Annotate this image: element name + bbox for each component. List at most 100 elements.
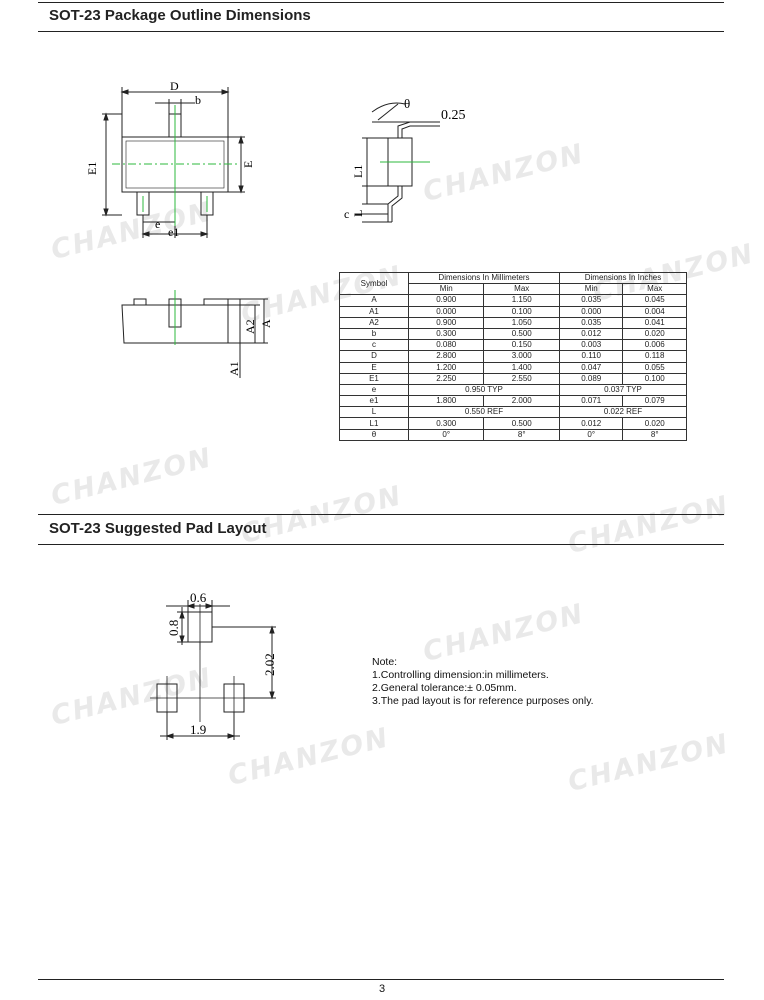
in-min: 0.089 [558,372,624,385]
mm-min: 2.250 [407,372,485,385]
dim-label-a: A [259,319,273,328]
dim-label-a2: A2 [243,319,257,334]
front-view-drawing [121,298,268,378]
note-1: 1.Controlling dimension:in millimeters. [372,669,549,681]
pad-width-label: 0.6 [190,590,207,605]
in-max: 0.079 [622,395,687,408]
row-symbol: c [339,339,409,352]
mm-max: 1.400 [483,361,560,374]
in-min: 0.035 [558,316,624,329]
mm-min: 0° [407,428,485,441]
symbol-header: Symbol [339,271,409,296]
in-max: 0.020 [622,327,687,341]
top-rule [38,2,724,3]
in-max: 8° [622,428,687,441]
in-min: 0.071 [558,395,624,408]
pad-layout-centerlines [150,604,250,722]
dim-label-e1: e1 [168,225,179,239]
row-symbol: e1 [339,395,409,408]
pad-pitch-label: 2.02 [262,653,277,676]
mm-min: 0.300 [407,417,485,430]
row-symbol: A [339,294,409,307]
mm-max: 1.050 [483,316,560,329]
row-symbol: e [339,383,409,397]
dim-label-d: D [170,79,179,93]
row-symbol: b [339,327,409,341]
mm-min: 0.080 [407,339,485,352]
mm-min: 0.300 [407,327,485,341]
in-span: 0.037 TYP [559,383,687,397]
dim-label-c: c [344,207,349,221]
mm-header: Dimensions In Millimeters [408,271,560,285]
in-min: 0.000 [558,305,624,318]
footer-rule [38,979,724,980]
dim-label-e: e [155,217,160,231]
note-2: 2.General tolerance:± 0.05mm. [372,682,517,694]
mm-max: 0.100 [483,305,560,318]
dimensions-table: Symbol Dimensions In Millimeters Dimensi… [339,271,687,441]
in-min: 0.003 [558,339,624,352]
mm-min: 0.900 [407,294,485,307]
pad-span-label: 1.9 [190,722,206,737]
dim-label-l1: L1 [351,165,365,178]
in-max: 0.045 [622,294,687,307]
mm-max: 1.150 [483,294,560,307]
mm-min-header: Min [407,283,485,296]
mm-max: 0.500 [483,327,560,341]
row-symbol: L1 [339,417,409,430]
mm-max-header: Max [483,283,560,296]
pad-section-top-rule [38,514,724,515]
in-min: 0° [558,428,624,441]
in-max: 0.100 [622,372,687,385]
mm-min: 0.900 [407,316,485,329]
outline-title-rule [38,31,724,32]
mm-min: 0.000 [407,305,485,318]
row-symbol: E [339,361,409,374]
dim-label-e-width: E [241,161,255,168]
in-min: 0.047 [558,361,624,374]
page-number: 3 [378,983,386,995]
in-max: 0.041 [622,316,687,329]
mm-max: 0.150 [483,339,560,352]
outline-section-title: SOT-23 Package Outline Dimensions [49,7,311,24]
pad-height-label: 0.8 [166,620,181,636]
in-min: 0.012 [558,417,624,430]
note-3: 3.The pad layout is for reference purpos… [372,695,594,707]
mm-max: 2.550 [483,372,560,385]
row-symbol: L [339,406,409,419]
mm-max: 2.000 [483,395,560,408]
mm-max: 3.000 [483,350,560,363]
in-max: 0.055 [622,361,687,374]
in-max: 0.020 [622,417,687,430]
in-max: 0.004 [622,305,687,318]
row-symbol: A2 [339,316,409,329]
mm-max: 8° [483,428,560,441]
notes-title: Note: [372,656,398,668]
in-max: 0.006 [622,339,687,352]
top-view-centerlines [112,105,238,226]
mm-min: 1.800 [407,395,485,408]
pad-title-rule [38,544,724,545]
pad-section-title: SOT-23 Suggested Pad Layout [49,520,267,537]
in-span: 0.022 REF [559,406,687,419]
dim-label-l: L [351,210,365,217]
row-symbol: A1 [339,305,409,318]
in-min: 0.110 [558,350,624,363]
in-max: 0.118 [622,350,687,363]
row-symbol: θ [339,428,409,441]
dim-label-theta: θ [404,96,410,111]
mm-span: 0.550 REF [408,406,560,419]
in-min-header: Min [558,283,624,296]
inch-header: Dimensions In Inches [559,271,687,285]
